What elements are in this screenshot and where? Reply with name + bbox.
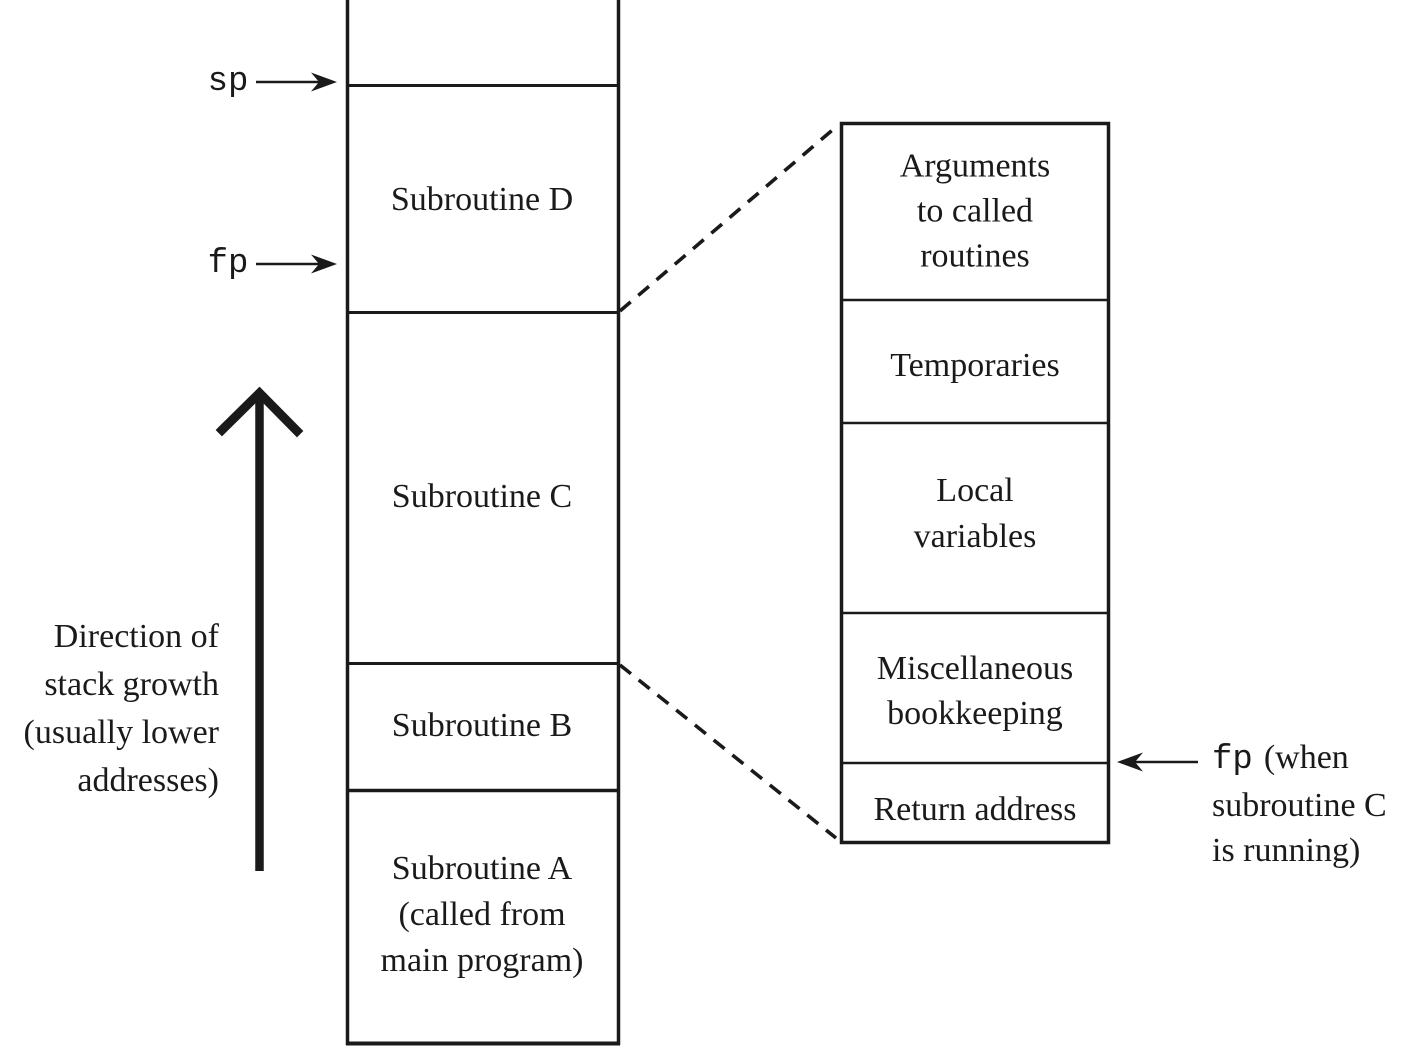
growth-direction-note: Direction of stack growth (usually lower…	[0, 613, 219, 805]
fp-when-c-arrowhead	[1117, 752, 1143, 772]
detail-section-arguments: Arguments to called routines	[900, 144, 1050, 279]
fp-note-rest: (when	[1263, 739, 1349, 776]
detail-section-bookkeeping: Miscellaneous bookkeeping	[877, 646, 1073, 736]
detail-section-line: bookkeeping	[887, 695, 1063, 732]
fp-note-line: subroutine C	[1212, 787, 1387, 824]
fp-label: fp	[207, 245, 249, 283]
detail-section-line: variables	[913, 518, 1037, 555]
fp-arrowhead	[311, 254, 337, 274]
sp-arrowhead	[311, 72, 337, 92]
frame-label-subroutine-a: Subroutine A (called from main program)	[381, 846, 584, 984]
frame-label-subroutine-b: Subroutine B	[391, 707, 573, 744]
frame-label-line: (called from	[398, 896, 566, 933]
zoom-link-dashed-top	[618, 125, 838, 313]
detail-section-local-variables: Local variables	[914, 468, 1037, 560]
growth-arrow-head	[215, 386, 304, 438]
growth-note-line: stack growth	[44, 666, 219, 703]
fp-note-line: fp (when	[1212, 735, 1387, 783]
detail-section-line: routines	[920, 237, 1030, 275]
zoom-link-dashed-bottom	[618, 663, 838, 840]
detail-section-return-address: Return address	[873, 791, 1077, 828]
growth-note-line: addresses)	[77, 762, 219, 799]
detail-section-line: to called	[916, 192, 1034, 230]
detail-section-line: Miscellaneous	[876, 650, 1074, 687]
frame-label-subroutine-c: Subroutine C	[391, 478, 573, 515]
fp-note-pointer-label: fp	[1212, 741, 1253, 779]
detail-section-line: Arguments	[899, 147, 1051, 185]
fp-when-c-note: fp (when subroutine C is running)	[1212, 735, 1387, 873]
detail-section-line: Local	[936, 472, 1014, 509]
frame-detail-border	[839, 121, 1111, 845]
frame-label-line: main program)	[380, 942, 584, 979]
fp-note-line: is running)	[1212, 832, 1361, 869]
sp-label: sp	[207, 63, 249, 101]
detail-section-temporaries: Temporaries	[890, 347, 1060, 384]
growth-note-line: Direction of	[53, 618, 219, 655]
frame-label-subroutine-d: Subroutine D	[390, 181, 574, 218]
growth-note-line: (usually lower	[23, 714, 219, 751]
frame-label-line: Subroutine A	[391, 850, 573, 887]
